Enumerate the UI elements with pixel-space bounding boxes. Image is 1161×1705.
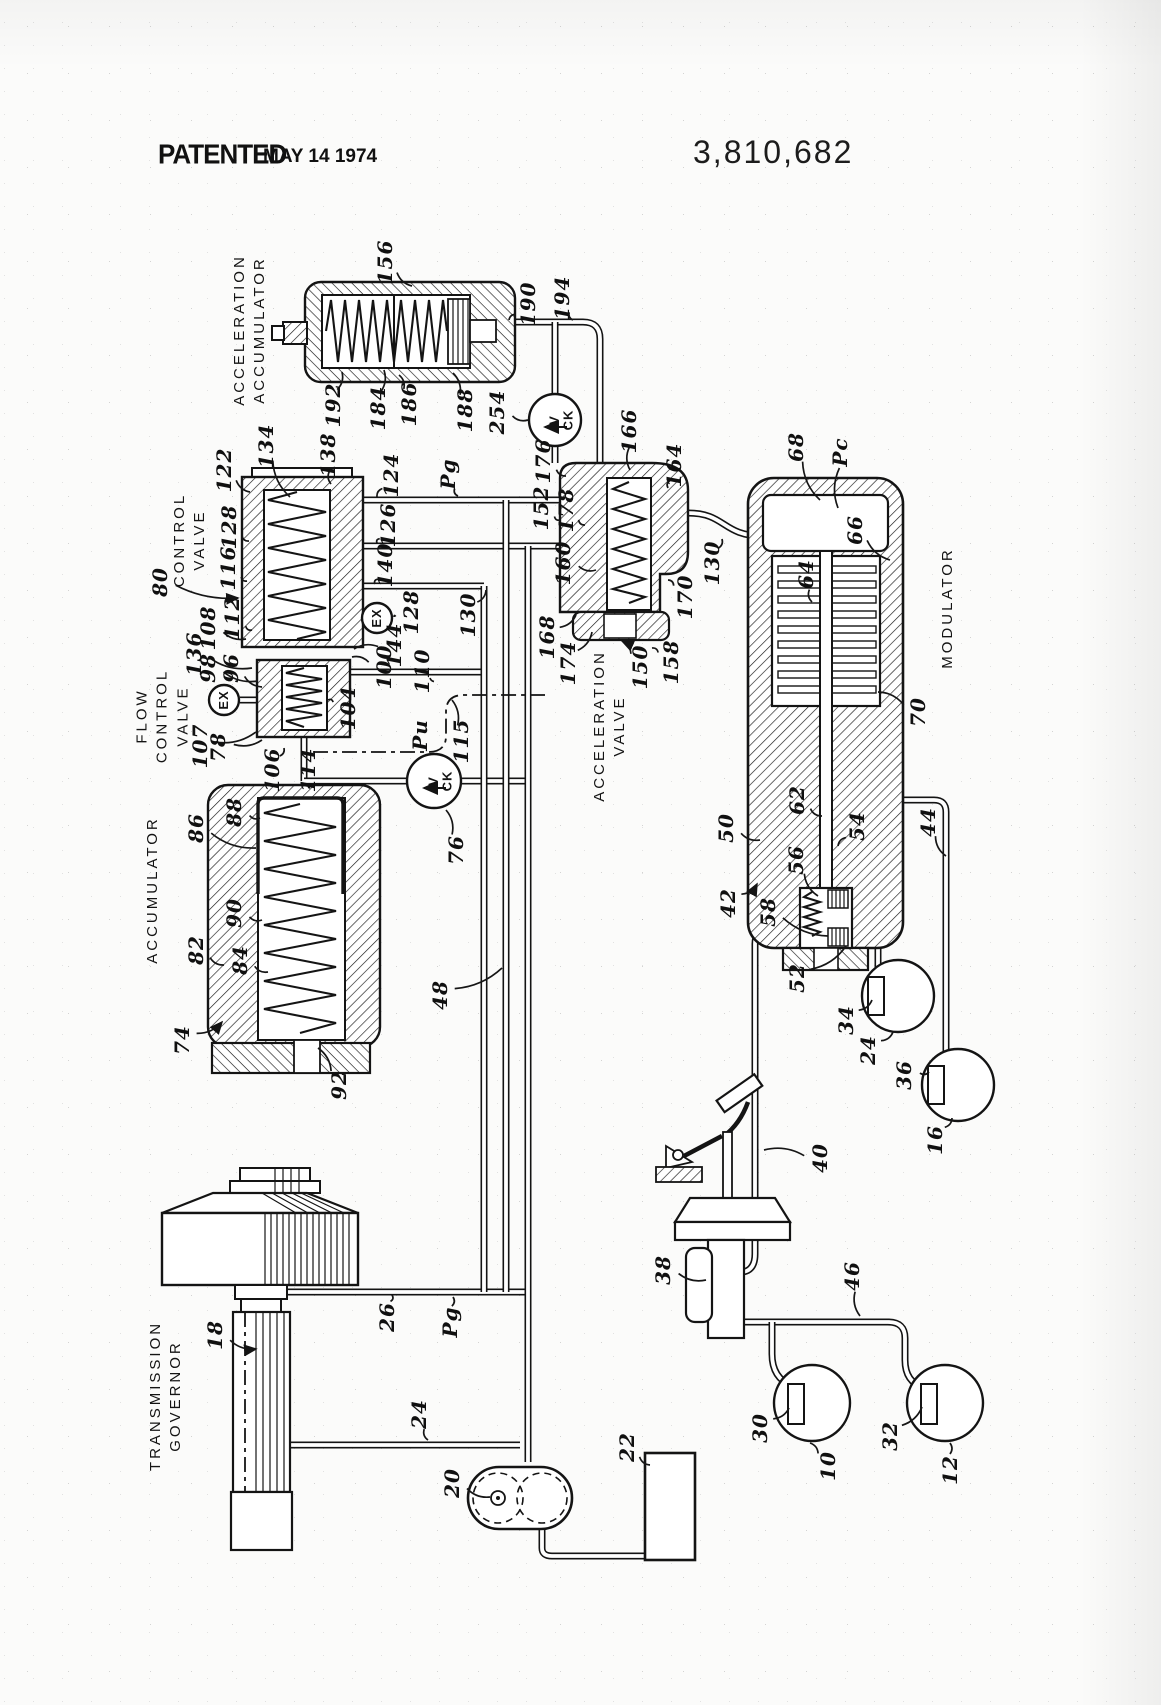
pump-symbol bbox=[468, 1467, 572, 1529]
check-valve-76-icon bbox=[407, 754, 461, 808]
acceleration-accumulator-body bbox=[272, 282, 515, 382]
exhaust-port-icon bbox=[209, 685, 239, 715]
flow-control-valve-body bbox=[257, 660, 350, 737]
reservoir bbox=[645, 1453, 695, 1560]
accumulator-body bbox=[208, 785, 380, 1073]
modulator-body bbox=[748, 478, 903, 970]
accelerator-pedal-linkage bbox=[656, 1074, 790, 1338]
control-valve-body bbox=[242, 468, 363, 647]
check-valve-254-icon bbox=[529, 394, 581, 446]
acceleration-valve-body bbox=[560, 463, 688, 640]
transmission-governor-body bbox=[162, 1168, 358, 1550]
exhaust-port-icon bbox=[362, 603, 392, 633]
servo-circles bbox=[774, 960, 994, 1441]
